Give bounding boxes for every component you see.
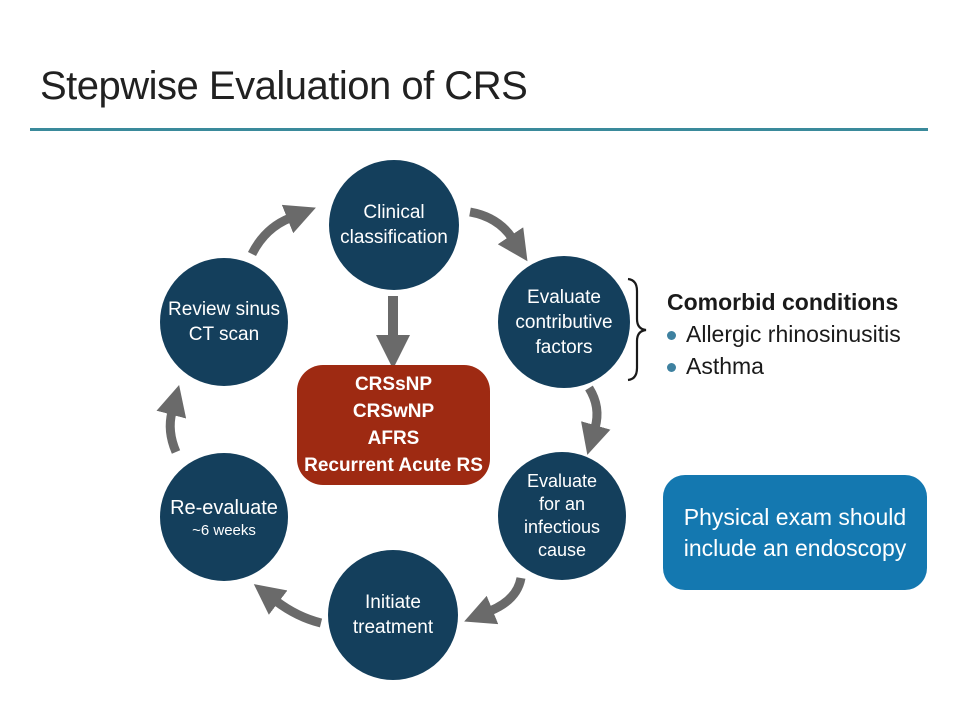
cycle-step-label: Review sinus CT scan — [168, 299, 280, 345]
callout-text: Physical exam should include an endoscop… — [683, 503, 907, 561]
bullet-icon — [667, 362, 676, 372]
arrow-review-to-clinical-icon — [247, 204, 316, 257]
cycle-step-evaluate-infectious-cause: Evaluate for an infectious cause — [498, 452, 626, 580]
arrow-contributive-to-infectious-icon — [581, 385, 611, 455]
comorbid-item-label: Asthma — [686, 353, 764, 379]
arrow-infectious-to-initiate-icon — [464, 576, 526, 625]
cycle-step-label: Initiate treatment — [352, 592, 434, 638]
cycle-step-review-sinus-ct-scan: Review sinus CT scan — [160, 258, 288, 386]
classification-item: AFRS — [367, 428, 420, 449]
arrow-reevaluate-to-review-icon — [156, 385, 187, 454]
cycle-step-evaluate-contributive-factors: Evaluate contributive factors — [498, 256, 630, 388]
comorbid-heading: Comorbid conditions — [667, 289, 899, 315]
slide-title: Stepwise Evaluation of CRS — [40, 64, 528, 108]
cycle-step-initiate-treatment: Initiate treatment — [328, 550, 458, 680]
cycle-step-label: Evaluate for an infectious cause — [523, 471, 601, 560]
cycle-step-re-evaluate: Re-evaluate ~6 weeks — [160, 453, 288, 581]
arrow-initiate-to-reevaluate-icon — [253, 584, 323, 628]
list-item: Asthma — [667, 350, 952, 382]
physical-exam-callout: Physical exam should include an endoscop… — [663, 475, 927, 590]
title-divider — [30, 128, 928, 131]
comorbid-conditions-block: Comorbid conditions Allergic rhinosinusi… — [667, 286, 952, 382]
classification-item: CRSsNP — [354, 374, 433, 395]
cycle-step-clinical-classification: Clinical classification — [329, 160, 459, 290]
list-item: Allergic rhinosinusitis — [667, 318, 952, 350]
cycle-step-label: Re-evaluate — [170, 496, 278, 519]
arrow-clinical-to-contributive-icon — [469, 207, 528, 262]
bullet-icon — [667, 330, 676, 340]
comorbid-item-label: Allergic rhinosinusitis — [686, 321, 901, 347]
cycle-step-label: Evaluate contributive factors — [515, 286, 613, 358]
classification-box: CRSsNP CRSwNP AFRS Recurrent Acute RS — [297, 365, 490, 485]
classification-item: CRSwNP — [352, 401, 435, 422]
cycle-step-label: Clinical classification — [340, 202, 448, 248]
cycle-step-sublabel: ~6 weeks — [192, 521, 256, 539]
classification-item: Recurrent Acute RS — [304, 455, 483, 476]
